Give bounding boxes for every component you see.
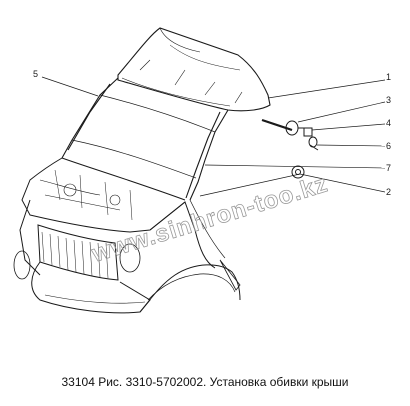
leader-lines <box>41 76 386 197</box>
callout-5: 5 <box>33 69 38 79</box>
fastener-axis-line <box>261 118 293 132</box>
fastener-washer-6 <box>308 136 319 151</box>
front-grille <box>13 224 151 314</box>
roof-headliner-part <box>117 27 271 112</box>
callout-7: 7 <box>386 163 391 173</box>
windshield-frame <box>61 77 229 201</box>
callout-1: 1 <box>386 72 391 82</box>
watermark-text: www.sinhron-too.kz <box>88 170 331 268</box>
engine-bay <box>19 157 186 276</box>
figure-caption: 33104 Рис. 3310-5702002. Установка обивк… <box>61 375 349 389</box>
callout-4: 4 <box>386 118 391 128</box>
front-fender <box>139 199 241 313</box>
callout-2: 2 <box>386 187 391 197</box>
callout-3: 3 <box>386 95 391 105</box>
callout-6: 6 <box>386 141 391 151</box>
fastener-screw-4 <box>303 127 313 137</box>
